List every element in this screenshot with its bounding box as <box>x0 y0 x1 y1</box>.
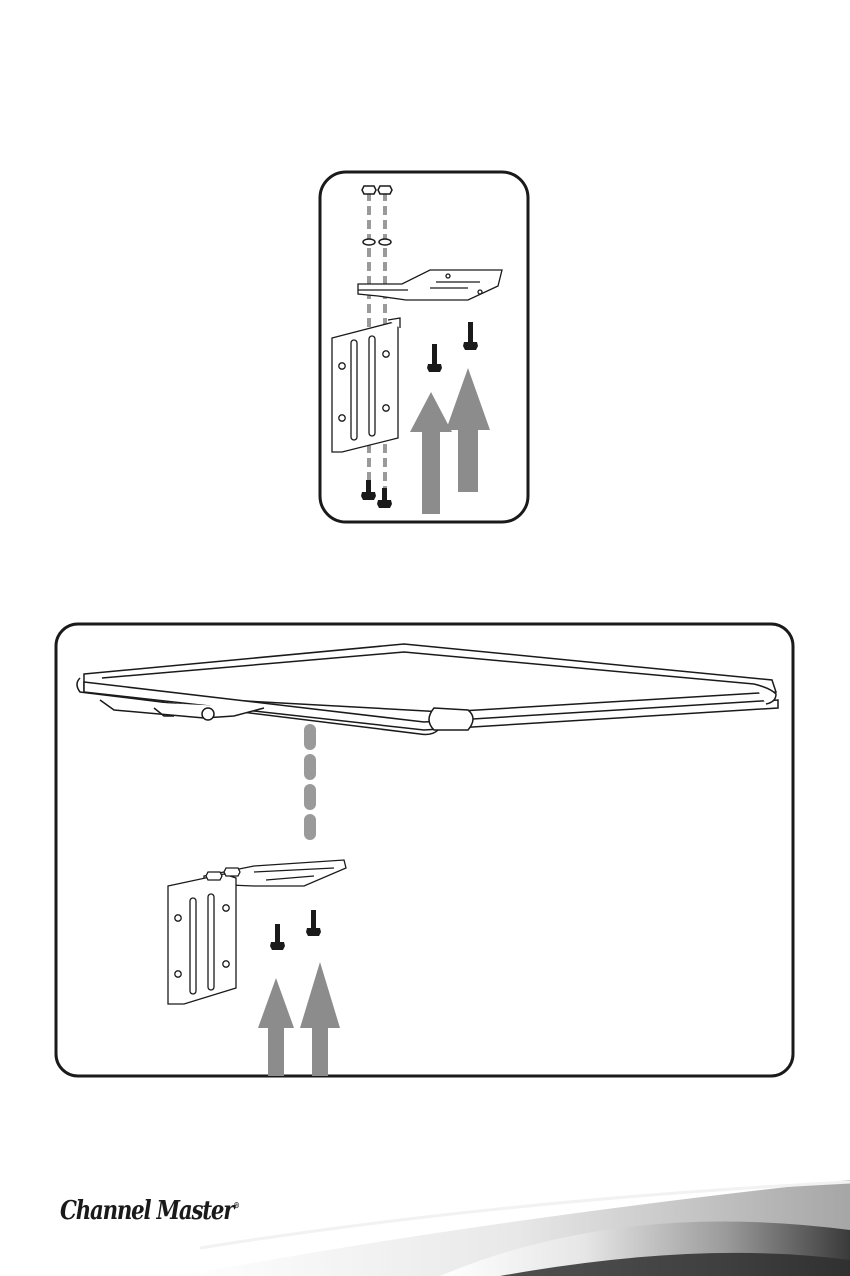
brand-name: Channel Master <box>60 1196 233 1226</box>
antenna-bracket-mounting-diagram <box>54 622 795 1078</box>
brand-logo: Channel Master® <box>60 1196 240 1226</box>
trademark-symbol: ® <box>233 1200 240 1210</box>
vertical-bracket <box>332 318 400 452</box>
exploded-bracket-assembly-diagram <box>318 170 530 524</box>
